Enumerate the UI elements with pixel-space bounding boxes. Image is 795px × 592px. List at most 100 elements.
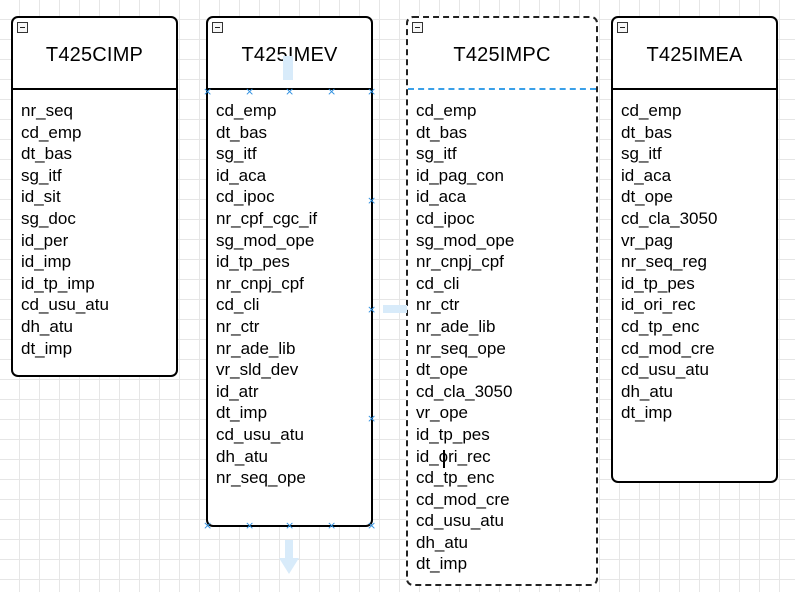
field-item[interactable]: nr_seq (21, 101, 73, 120)
field-item[interactable]: cd_mod_cre (621, 338, 715, 358)
field-item[interactable]: dh_atu (621, 381, 673, 401)
collapse-toggle-icon[interactable] (212, 22, 223, 33)
field-item[interactable]: cd_emp (416, 101, 477, 120)
connection-handle-icon[interactable]: × (285, 85, 295, 98)
field-item[interactable]: id_pag_con (416, 165, 504, 185)
field-item[interactable]: cd_ipoc (416, 208, 475, 228)
field-item[interactable]: cd_usu_atu (416, 511, 504, 531)
field-item[interactable]: cd_usu_atu (21, 295, 109, 315)
connection-handle-icon[interactable]: × (327, 85, 337, 98)
connection-handle-icon[interactable]: × (367, 303, 377, 316)
field-item[interactable]: id_imp (21, 252, 72, 272)
field-item[interactable]: cd_usu_atu (621, 360, 709, 380)
field-item[interactable]: cd_tp_enc (416, 468, 495, 488)
field-item[interactable]: dt_bas (621, 122, 673, 142)
field-item[interactable]: dt_imp (21, 338, 73, 358)
field-item[interactable]: vr_sld_dev (216, 360, 299, 380)
field-item[interactable]: id_ori_rec (621, 295, 696, 315)
field-item[interactable]: sg_mod_ope (216, 230, 315, 250)
field-item[interactable]: sg_itf (621, 144, 662, 164)
field-list: cd_emp dt_bas sg_itf id_pag_con id_aca c… (408, 90, 596, 575)
field-item[interactable]: cd_usu_atu (216, 424, 304, 444)
field-item[interactable]: sg_itf (21, 165, 62, 185)
field-item[interactable]: vr_pag (621, 230, 673, 250)
field-item[interactable]: dt_bas (416, 122, 468, 142)
entity-header: T425CIMP (13, 18, 176, 90)
field-item[interactable]: cd_emp (21, 122, 82, 142)
entity-title: T425CIMP (45, 44, 144, 66)
field-item[interactable]: nr_seq_reg (621, 252, 708, 272)
field-item[interactable]: nr_cpf_cgc_if (216, 208, 318, 228)
field-item[interactable]: cd_mod_cre (416, 489, 510, 509)
field-item[interactable]: id_tp_pes (216, 252, 290, 272)
field-item[interactable]: dt_bas (216, 122, 268, 142)
connection-handle-icon[interactable]: × (327, 519, 337, 532)
field-item[interactable]: nr_ctr (416, 295, 460, 315)
field-item[interactable]: cd_emp (216, 101, 277, 120)
connection-handle-icon[interactable]: × (367, 85, 377, 98)
connection-handle-icon[interactable]: × (367, 519, 377, 532)
entity-title: T425IMEV (241, 44, 338, 66)
field-item[interactable]: id_tp_pes (621, 273, 695, 293)
entity-t425impc[interactable]: T425IMPC cd_emp dt_bas sg_itf id_pag_con… (406, 16, 598, 586)
field-item[interactable]: nr_ade_lib (416, 316, 496, 336)
connection-handle-icon[interactable]: × (245, 519, 255, 532)
entity-header: T425IMPC (408, 18, 596, 90)
connection-handle-icon[interactable]: × (367, 194, 377, 207)
field-item[interactable]: dt_imp (416, 554, 468, 574)
field-item[interactable]: cd_cla_3050 (621, 208, 718, 228)
field-item[interactable]: sg_itf (216, 144, 257, 164)
field-item[interactable]: nr_seq_ope (416, 338, 506, 358)
connection-handle-icon[interactable]: × (245, 85, 255, 98)
field-item[interactable]: nr_ade_lib (216, 338, 296, 358)
field-item[interactable]: dt_imp (621, 403, 673, 423)
field-item[interactable]: id_atr (216, 381, 259, 401)
field-item[interactable]: nr_ctr (216, 316, 260, 336)
collapse-toggle-icon[interactable] (412, 22, 423, 33)
field-item[interactable]: cd_cla_3050 (416, 381, 513, 401)
field-item[interactable]: id_aca (621, 165, 672, 185)
field-item[interactable]: id_ori_rec (416, 446, 491, 466)
connection-handle-icon[interactable]: × (203, 519, 213, 532)
field-item[interactable]: sg_mod_ope (416, 230, 515, 250)
field-item[interactable]: cd_cli (416, 273, 460, 293)
entity-header: T425IMEV (208, 18, 371, 90)
collapse-toggle-icon[interactable] (17, 22, 28, 33)
field-item[interactable]: vr_ope (416, 403, 468, 423)
entity-t425cimp[interactable]: T425CIMP nr_seq cd_emp dt_bas sg_itf id_… (11, 16, 178, 377)
field-item[interactable]: nr_cnpj_cpf (416, 252, 504, 272)
field-item[interactable]: nr_cnpj_cpf (216, 273, 304, 293)
field-item[interactable]: id_per (21, 230, 69, 250)
entity-t425imea[interactable]: T425IMEA cd_emp dt_bas sg_itf id_aca dt_… (611, 16, 778, 483)
connector-arrow-right-icon[interactable] (383, 305, 407, 313)
connection-handle-icon[interactable]: × (285, 519, 295, 532)
field-item[interactable]: id_aca (416, 187, 467, 207)
field-item[interactable]: cd_ipoc (216, 187, 275, 207)
field-item[interactable]: id_tp_imp (21, 273, 95, 293)
entity-t425imev[interactable]: T425IMEV cd_emp dt_bas sg_itf id_aca cd_… (206, 16, 373, 527)
collapse-toggle-icon[interactable] (617, 22, 628, 33)
field-item[interactable]: cd_emp (621, 101, 682, 120)
field-item[interactable]: dt_ope (621, 187, 673, 207)
field-item[interactable]: dt_bas (21, 144, 73, 164)
connection-handle-icon[interactable]: × (367, 412, 377, 425)
field-item[interactable]: sg_itf (416, 144, 457, 164)
field-item[interactable]: cd_tp_enc (621, 316, 700, 336)
field-item[interactable]: id_tp_pes (416, 424, 490, 444)
field-item[interactable]: dh_atu (216, 446, 268, 466)
entity-title: T425IMPC (453, 44, 551, 66)
field-item[interactable]: cd_cli (216, 295, 260, 315)
connection-handle-icon[interactable]: × (203, 85, 213, 98)
field-item[interactable]: nr_seq_ope (216, 468, 306, 488)
field-item[interactable]: dh_atu (21, 316, 73, 336)
connector-arrow-up-icon[interactable] (283, 56, 293, 80)
entity-header: T425IMEA (613, 18, 776, 90)
field-item[interactable]: id_sit (21, 187, 61, 207)
field-item[interactable]: dh_atu (416, 532, 468, 552)
connector-arrow-down-icon[interactable] (279, 540, 299, 574)
field-item[interactable]: dt_imp (216, 403, 268, 423)
field-item[interactable]: id_aca (216, 165, 267, 185)
field-item[interactable]: dt_ope (416, 360, 468, 380)
entity-title: T425IMEA (646, 44, 743, 66)
field-item[interactable]: sg_doc (21, 208, 76, 228)
